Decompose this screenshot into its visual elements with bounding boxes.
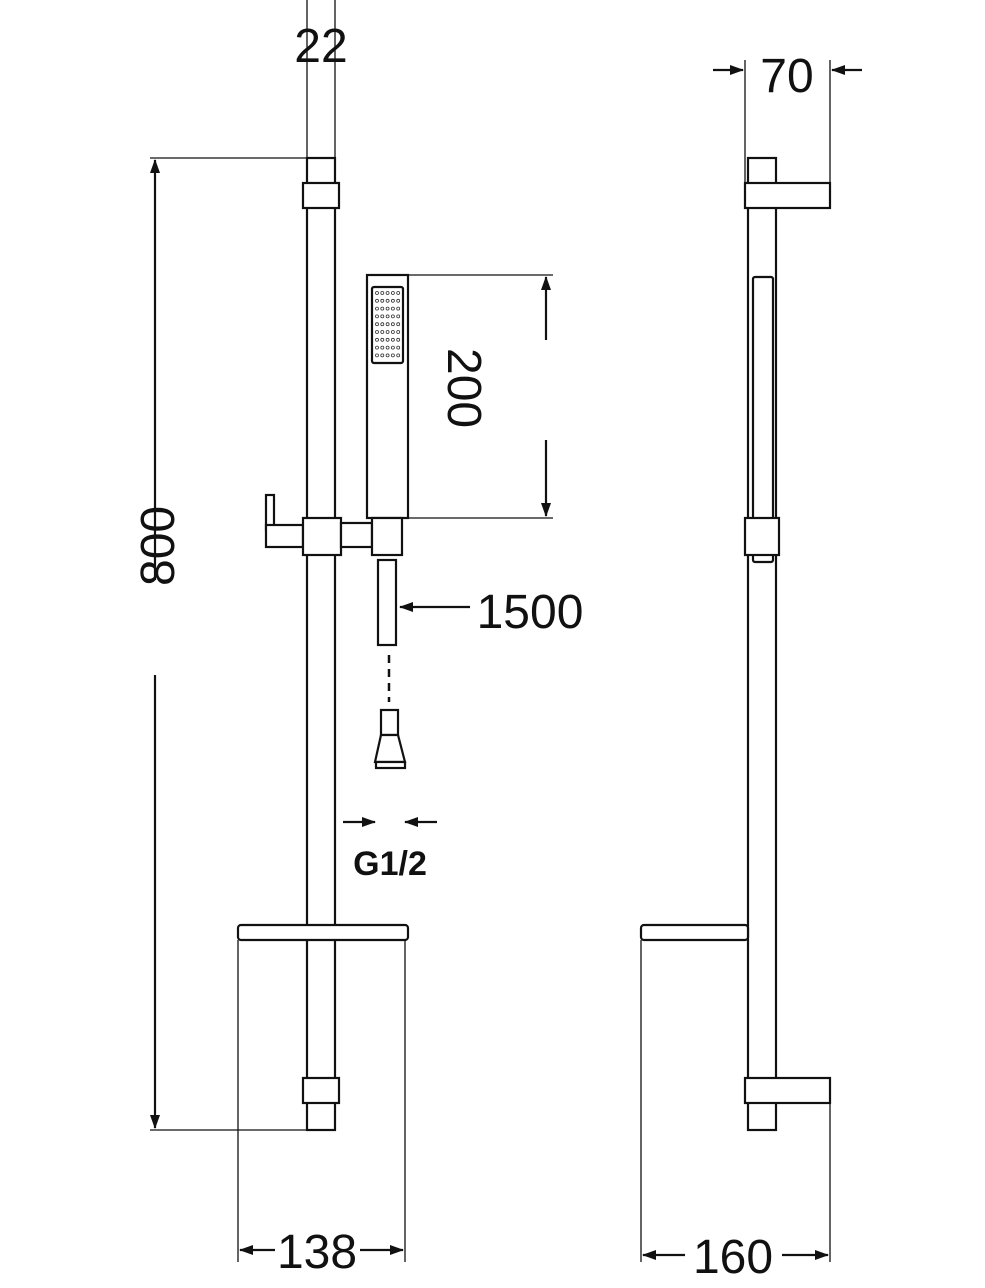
spray-nozzle [385,291,390,295]
hose-thread [374,760,407,770]
spray-nozzle [396,345,401,350]
spray-nozzle [390,314,395,319]
dim-overall-height: 800 [132,506,185,586]
hose-upper [376,558,398,647]
spray-nozzle [380,314,385,319]
spray-nozzle [396,298,401,303]
spray-nozzle [385,345,390,350]
holder-arm [339,521,374,549]
side-shelf [639,923,750,942]
spray-nozzle [385,337,390,342]
shelf [236,923,410,942]
bottom-wall-bracket [301,1076,341,1105]
spray-nozzle [390,353,395,358]
top-wall-bracket [301,181,341,210]
spray-nozzle [385,353,390,358]
slide-rail [305,156,337,1132]
spray-nozzle [390,298,395,303]
spray-nozzle [380,345,385,350]
dim-rail-width: 22 [294,20,347,73]
spray-nozzle [375,353,379,358]
spray-face [370,285,405,365]
spray-nozzle [385,322,390,327]
side-top-bracket [743,181,832,210]
dim-shelf-depth: 160 [693,1231,773,1284]
dim-connection-thread: G1/2 [353,845,427,883]
spray-nozzle [385,330,390,334]
spray-nozzle [380,291,385,295]
dim-shelf-width: 138 [277,1226,357,1279]
hand-shower-connector [370,516,404,557]
spray-nozzle [390,345,395,350]
spray-nozzles [375,291,401,358]
spray-nozzle [380,322,385,327]
spray-nozzle [380,330,385,334]
spray-nozzle [396,322,401,327]
dimension-lines: 22 800 200 1500 G1/2 138 70 160 [132,0,862,1284]
spray-nozzle [396,314,401,319]
spray-nozzle [390,291,395,295]
spray-nozzle [375,337,379,342]
front-view [236,156,410,1132]
spray-nozzle [380,353,385,358]
hose-lower [379,708,400,737]
spray-nozzle [396,306,401,311]
spray-nozzle [385,306,390,311]
side-bottom-bracket [743,1076,832,1105]
spray-nozzle [375,306,379,311]
hose-nut-cone [373,733,407,764]
spray-nozzle [396,330,401,334]
spray-nozzle [375,314,379,319]
spray-nozzle [375,291,379,295]
spray-nozzle [396,291,401,295]
spray-nozzle [380,298,385,303]
spray-nozzle [396,353,401,358]
spray-nozzle [380,306,385,311]
slider-lever-base [264,523,305,549]
spray-nozzle [375,322,379,327]
spray-nozzle [390,322,395,327]
dim-hand-shower-length: 200 [437,348,490,428]
side-view [639,156,832,1132]
spray-nozzle [375,298,379,303]
spray-nozzle [390,330,395,334]
side-slider [743,516,781,557]
spray-nozzle [390,306,395,311]
spray-nozzle [375,345,379,350]
spray-nozzle [375,330,379,334]
spray-nozzle [385,298,390,303]
spray-nozzle [396,337,401,342]
slider [301,516,343,557]
spray-nozzle [380,337,385,342]
dim-hose-length: 1500 [477,586,584,639]
side-hand-shower [751,275,775,564]
spray-nozzle [385,314,390,319]
spray-nozzle [390,337,395,342]
dim-bracket-depth: 70 [760,50,813,103]
